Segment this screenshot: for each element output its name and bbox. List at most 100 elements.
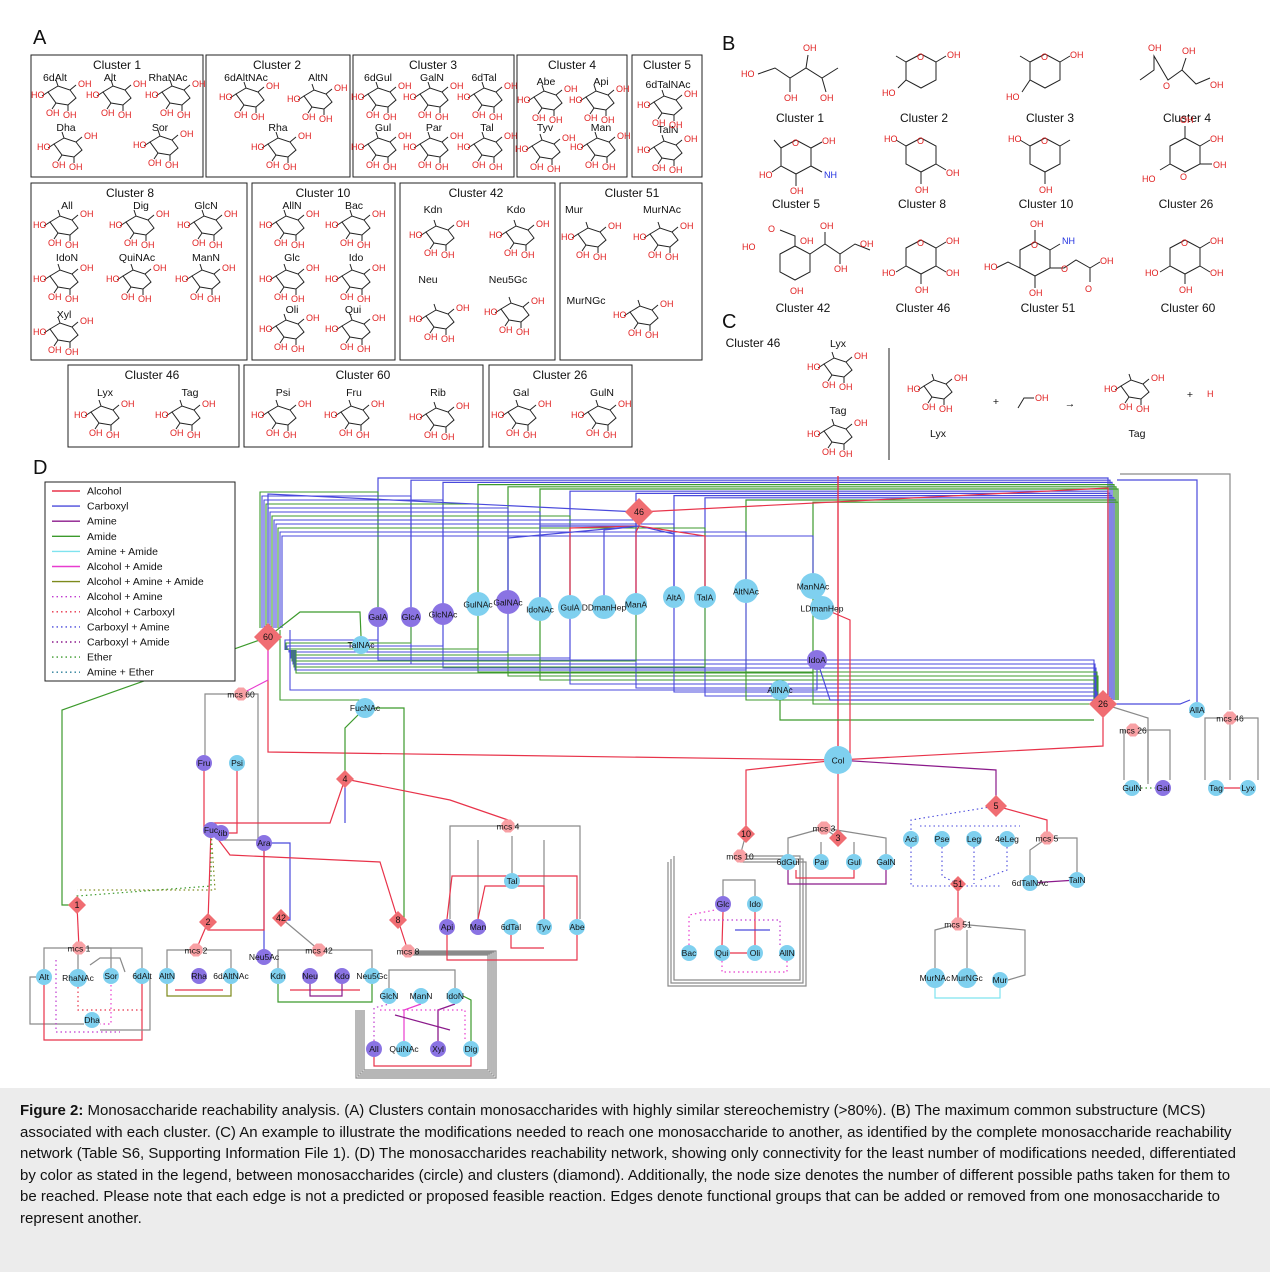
sugar-node[interactable]: Tag bbox=[1208, 780, 1224, 796]
sugar-node[interactable]: 4eLeg bbox=[995, 831, 1019, 847]
network-edge bbox=[261, 495, 412, 628]
sugar-node[interactable]: GulN bbox=[1122, 780, 1142, 796]
sugar-node[interactable]: Kdo bbox=[334, 968, 350, 984]
mcs-node[interactable]: mcs 42 bbox=[305, 943, 333, 957]
sugar-node[interactable]: MurNGc bbox=[951, 968, 984, 988]
sugar-node[interactable]: AltA bbox=[663, 586, 685, 608]
sugar-node[interactable]: Col bbox=[824, 746, 852, 774]
sugar-node[interactable]: TalNAc bbox=[348, 636, 376, 654]
sugar-node[interactable]: Mur bbox=[992, 972, 1008, 988]
sugar-node[interactable]: GalN bbox=[876, 854, 896, 870]
mcs-node[interactable]: mcs 46 bbox=[1216, 711, 1244, 725]
sugar-node[interactable]: Psi bbox=[229, 755, 245, 771]
sugar-node[interactable]: FucNAc bbox=[350, 698, 381, 718]
mcs-node[interactable]: mcs 8 bbox=[397, 944, 420, 958]
sugar-node[interactable]: AllNAc bbox=[767, 680, 793, 700]
sugar-node[interactable]: GlcA bbox=[401, 607, 421, 627]
sugar-node[interactable]: Fuc bbox=[203, 822, 219, 838]
cluster-node[interactable]: 2 bbox=[199, 913, 217, 931]
legend-item: Amine + Amide bbox=[52, 546, 158, 558]
sugar-node[interactable]: Xyl bbox=[430, 1041, 446, 1057]
sugar-node[interactable]: Alt bbox=[36, 969, 52, 985]
sugar-node[interactable]: Dha bbox=[84, 1012, 100, 1028]
sugar-node[interactable]: TalN bbox=[1068, 872, 1086, 888]
sugar-node[interactable]: Aci bbox=[903, 831, 919, 847]
node-label: Neu5Ac bbox=[249, 952, 280, 962]
sugar-node[interactable]: Man bbox=[470, 919, 487, 935]
cluster-node[interactable]: 60 bbox=[254, 623, 282, 651]
sugar-node[interactable]: 6dGul bbox=[777, 854, 800, 870]
cluster-node[interactable]: 3 bbox=[829, 829, 847, 847]
cluster-node[interactable]: 5 bbox=[985, 795, 1007, 817]
sugar-node[interactable]: Lyx bbox=[1240, 780, 1256, 796]
sugar-node[interactable]: 6dTal bbox=[501, 919, 521, 935]
sugar-node[interactable]: ManNAc bbox=[797, 573, 830, 599]
cluster-node[interactable]: 42 bbox=[272, 909, 290, 927]
mcs-node[interactable]: mcs 2 bbox=[185, 943, 208, 957]
mcs-node[interactable]: mcs 10 bbox=[726, 849, 754, 863]
sugar-node[interactable]: Leg bbox=[966, 831, 982, 847]
sugar-node[interactable]: Gal bbox=[1155, 780, 1171, 796]
sugar-node[interactable]: Par bbox=[813, 854, 829, 870]
sugar-node[interactable]: Tyv bbox=[536, 919, 552, 935]
sugar-node[interactable]: Pse bbox=[934, 831, 950, 847]
mcs-node[interactable]: mcs 5 bbox=[1036, 831, 1059, 845]
sugar-node[interactable]: IdoN bbox=[446, 988, 464, 1004]
sugar-node[interactable]: Abe bbox=[569, 919, 585, 935]
cluster-node[interactable]: 10 bbox=[737, 825, 755, 843]
sugar-node[interactable]: 6dTalNAc bbox=[1012, 875, 1049, 891]
sugar-node[interactable]: QuiNAc bbox=[389, 1041, 419, 1057]
sugar-node[interactable]: Tal bbox=[504, 873, 520, 889]
sugar-node[interactable]: TalA bbox=[694, 586, 716, 608]
sugar-node[interactable]: AltNAc bbox=[733, 579, 760, 603]
sugar-node[interactable]: All bbox=[366, 1041, 382, 1057]
sugar-node[interactable]: GalA bbox=[368, 607, 388, 627]
mcs-node[interactable]: mcs 3 bbox=[813, 821, 836, 835]
sugar-node[interactable]: AllN bbox=[779, 945, 795, 961]
cluster-node[interactable]: 4 bbox=[336, 770, 354, 788]
sugar-node[interactable]: GulNAc bbox=[463, 592, 493, 616]
sugar-node[interactable]: RhaNAc bbox=[62, 969, 95, 987]
sugar-node[interactable]: MurNAc bbox=[920, 968, 951, 988]
sugar-node[interactable]: GlcN bbox=[380, 988, 399, 1004]
sugar-node[interactable]: Gul bbox=[846, 854, 862, 870]
sugar-node[interactable]: GalNAc bbox=[493, 590, 523, 614]
sugar-node[interactable]: Sor bbox=[103, 968, 119, 984]
sugar-node[interactable]: Qui bbox=[714, 945, 730, 961]
sugar-node[interactable]: 6dAltNAc bbox=[213, 968, 249, 984]
sugar-node[interactable]: Kdn bbox=[270, 968, 286, 984]
sugar-node[interactable]: ManA bbox=[625, 593, 648, 615]
sugar-node[interactable]: Ido bbox=[747, 896, 763, 912]
sugar-node[interactable]: Neu5Ac bbox=[249, 949, 280, 965]
sugar-node[interactable]: IdoA bbox=[807, 650, 827, 670]
sugar-node[interactable]: DDmanHep bbox=[582, 595, 627, 619]
sugar-node[interactable]: Ara bbox=[256, 835, 272, 851]
cluster-node[interactable]: 1 bbox=[68, 896, 86, 914]
mcs-node[interactable]: mcs 60 bbox=[227, 687, 255, 701]
sugar-node[interactable]: AllA bbox=[1189, 702, 1205, 718]
mcs-node[interactable]: mcs 51 bbox=[944, 917, 972, 931]
sugar-node[interactable]: Oli bbox=[747, 945, 763, 961]
sugar-node[interactable]: ManN bbox=[410, 988, 433, 1004]
sugar-node[interactable]: GulA bbox=[558, 595, 582, 619]
cluster-node[interactable]: 51 bbox=[950, 876, 966, 892]
cluster-node[interactable]: 26 bbox=[1089, 690, 1117, 718]
sugar-node[interactable]: Glc bbox=[715, 896, 731, 912]
sugar-node[interactable]: Neu bbox=[302, 968, 318, 984]
mcs-node[interactable]: mcs 1 bbox=[68, 941, 91, 955]
sugar-node[interactable]: IdoNAc bbox=[526, 597, 555, 621]
sugar-node[interactable]: Api bbox=[439, 919, 455, 935]
sugar-node[interactable]: AltN bbox=[159, 968, 175, 984]
sugar-node[interactable]: Neu5Gc bbox=[356, 968, 388, 984]
sugar-node[interactable]: Rha bbox=[191, 968, 207, 984]
sugar-node[interactable]: Bac bbox=[681, 945, 697, 961]
sugar-node[interactable]: 6dAlt bbox=[132, 968, 152, 984]
sugar-node[interactable]: Fru bbox=[196, 755, 212, 771]
sugar-node[interactable]: Dig bbox=[463, 1041, 479, 1057]
mcs-node[interactable]: mcs 4 bbox=[497, 819, 520, 833]
sugar-node[interactable]: LDmanHep bbox=[801, 596, 844, 620]
cluster-node[interactable]: 8 bbox=[389, 911, 407, 929]
cluster-node[interactable]: 46 bbox=[625, 498, 653, 526]
sugar-node[interactable]: GlcNAc bbox=[429, 603, 459, 625]
mcs-node[interactable]: mcs 26 bbox=[1119, 723, 1147, 737]
